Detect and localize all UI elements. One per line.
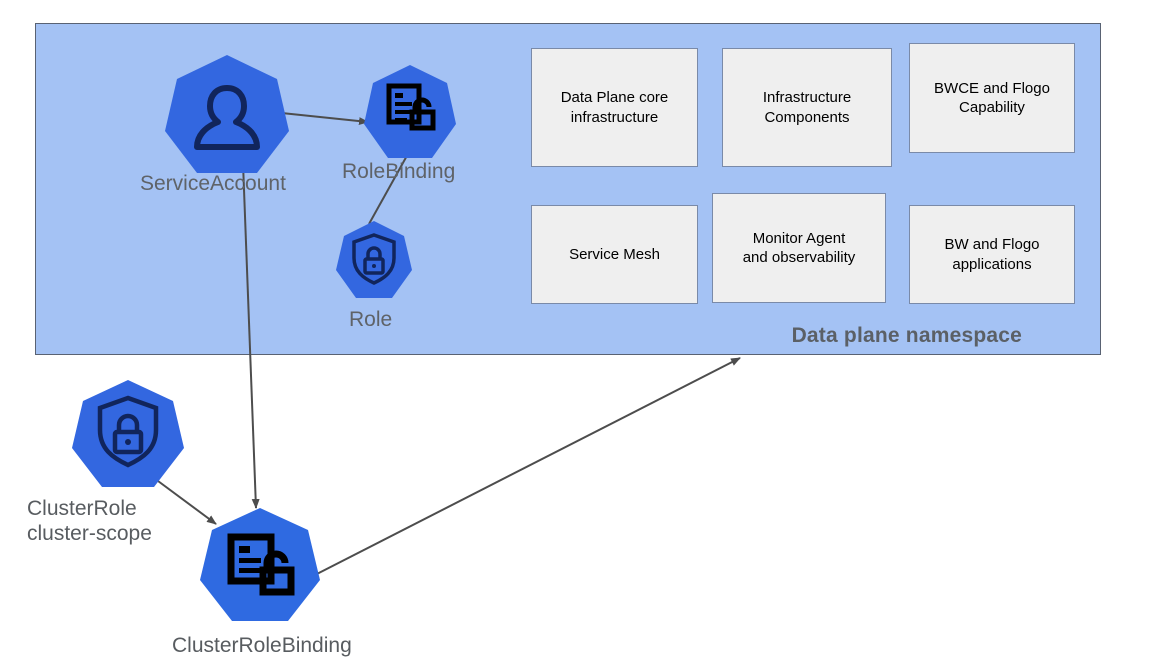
component-label: Infrastructure Components bbox=[762, 89, 852, 126]
user-icon bbox=[194, 85, 260, 150]
component-box-bwce-and-flogo-capability: BWCE and Flogo Capability bbox=[909, 43, 1075, 153]
node-label-cluster-role: ClusterRole cluster-scope bbox=[27, 497, 152, 545]
node-role[interactable] bbox=[335, 220, 413, 300]
edge-cluster-role-binding-to-namespace bbox=[308, 357, 741, 579]
node-role-binding[interactable] bbox=[363, 64, 457, 161]
data-plane-namespace-title: Data plane namespace bbox=[791, 324, 1022, 347]
node-label-service-account: ServiceAccount bbox=[140, 172, 286, 195]
node-service-account[interactable] bbox=[163, 53, 291, 177]
component-box-bw-and-flogo-applications: BW and Flogo applications bbox=[909, 205, 1075, 304]
document-unlock-icon bbox=[386, 83, 436, 131]
component-label: Data Plane core infrastructure bbox=[560, 89, 669, 126]
node-label-cluster-role-binding: ClusterRoleBinding bbox=[172, 634, 352, 657]
document-unlock-icon bbox=[227, 533, 295, 596]
hexagon-shape bbox=[200, 508, 320, 621]
node-label-role-binding: RoleBinding bbox=[342, 160, 456, 183]
component-box-infrastructure-components: Infrastructure Components bbox=[722, 48, 892, 167]
shield-lock-icon bbox=[352, 233, 396, 285]
shield-lock-icon bbox=[97, 395, 159, 468]
component-label: Service Mesh bbox=[569, 245, 660, 263]
node-label-role: Role bbox=[349, 308, 393, 331]
component-label: BW and Flogo applications bbox=[944, 236, 1040, 273]
node-cluster-role[interactable] bbox=[70, 378, 186, 490]
component-label: Monitor Agent and observability bbox=[742, 229, 856, 266]
component-box-data-plane-core-infrastructure: Data Plane core infrastructure bbox=[531, 48, 698, 167]
component-box-service-mesh: Service Mesh bbox=[531, 205, 698, 304]
node-cluster-role-binding[interactable] bbox=[198, 506, 322, 624]
component-box-monitor-agent-and-observability: Monitor Agent and observability bbox=[712, 193, 886, 303]
component-label: BWCE and Flogo Capability bbox=[934, 79, 1050, 116]
hexagon-shape bbox=[165, 55, 289, 173]
